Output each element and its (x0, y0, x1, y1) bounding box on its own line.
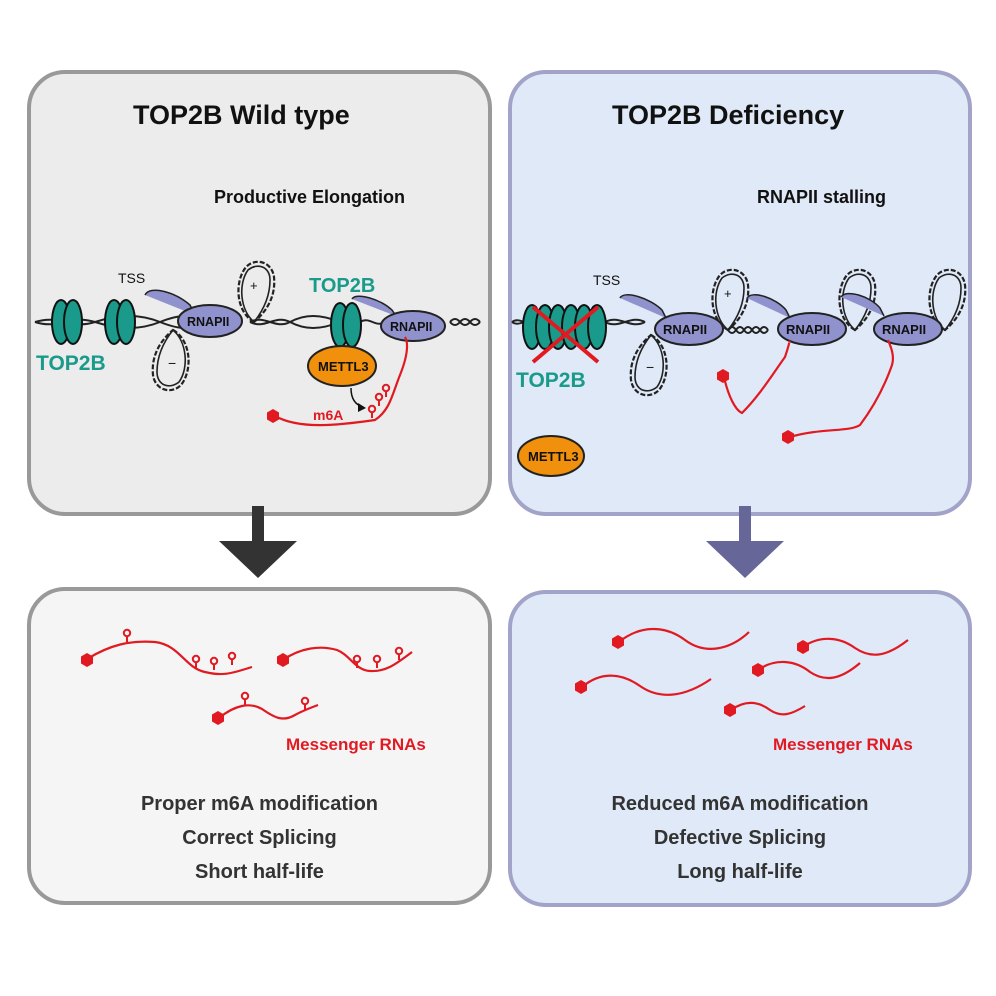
df-mrna-label: Messenger RNAs (773, 735, 913, 754)
df-outcome-m6a: Reduced m6A modification (611, 793, 869, 815)
wt-top2b-label-2: TOP2B (309, 275, 375, 297)
rnapii-icon: RNAPII (619, 294, 724, 346)
df-nascent-rna (782, 339, 895, 444)
top2b-icon (330, 302, 362, 348)
rnapii-icon: RNAPII (351, 295, 446, 342)
methylation-arrow-icon (350, 387, 366, 412)
wild-type-subtitle: Productive Elongation (214, 187, 406, 207)
wt-mrna (277, 646, 413, 673)
df-mrna (575, 674, 712, 696)
positive-supercoil-icon: + (711, 268, 750, 332)
wild-type-panel (27, 70, 492, 516)
wt-mrna-label: Messenger RNAs (286, 735, 426, 754)
svg-text:RNAPII: RNAPII (882, 322, 926, 337)
negative-supercoil-icon: − (629, 333, 668, 397)
positive-supercoil-icon: + (237, 260, 276, 324)
df-mrna (612, 627, 750, 650)
deficiency-panel (508, 70, 972, 516)
rnapii-icon: RNAPII (144, 289, 243, 338)
df-mrna (752, 660, 861, 680)
svg-text:RNAPII: RNAPII (187, 315, 229, 329)
mettl3-icon: METTL3 (307, 345, 377, 387)
df-mrna (724, 701, 806, 717)
wt-nascent-rna (267, 336, 409, 427)
svg-text:+: + (724, 286, 732, 301)
deficiency-title: TOP2B Deficiency (612, 100, 845, 130)
negative-supercoil-icon: − (151, 328, 190, 392)
wt-outcome-splicing: Correct Splicing (182, 827, 337, 849)
m6a-label: m6A (313, 407, 343, 423)
wt-down-arrow-icon (219, 506, 297, 578)
wt-top2b-label: TOP2B (36, 352, 106, 375)
deficiency-outcome-panel (508, 590, 972, 907)
svg-text:METTL3: METTL3 (318, 359, 369, 374)
df-tss-label: TSS (593, 272, 620, 288)
df-outcome-splicing: Defective Splicing (653, 827, 827, 849)
top2b-icon (51, 299, 83, 345)
svg-text:+: + (250, 278, 258, 293)
df-down-arrow-icon (706, 506, 784, 578)
wt-outcome-half-life: Short half-life (195, 861, 324, 883)
wt-mrna (81, 628, 253, 676)
rnapii-icon: RNAPII (746, 294, 847, 346)
top2b-depleted-icon (522, 304, 607, 364)
wild-type-title: TOP2B Wild type (133, 100, 350, 130)
rnapii-icon: RNAPII (840, 292, 943, 346)
df-nascent-rna (717, 340, 791, 415)
top2b-icon (104, 299, 136, 345)
df-outcome-half-life: Long half-life (677, 861, 803, 883)
wt-outcome-m6a: Proper m6A modification (140, 793, 379, 815)
svg-text:RNAPII: RNAPII (390, 320, 432, 334)
df-outcome-list: Reduced m6A modification Defective Splic… (508, 787, 972, 889)
df-top2b-label: TOP2B (516, 369, 586, 392)
deficiency-subtitle: RNAPII stalling (757, 187, 887, 207)
wt-mrna (212, 691, 319, 725)
svg-text:RNAPII: RNAPII (786, 322, 830, 337)
mettl3-icon: METTL3 (517, 435, 585, 477)
svg-text:−: − (168, 355, 176, 371)
wt-tss-label: TSS (118, 270, 145, 286)
wt-outcome-list: Proper m6A modification Correct Splicing… (27, 787, 492, 889)
svg-text:METTL3: METTL3 (528, 449, 579, 464)
df-mrna (797, 637, 909, 656)
svg-text:RNAPII: RNAPII (663, 322, 707, 337)
wild-type-outcome-panel (27, 587, 492, 905)
svg-text:−: − (646, 359, 654, 375)
